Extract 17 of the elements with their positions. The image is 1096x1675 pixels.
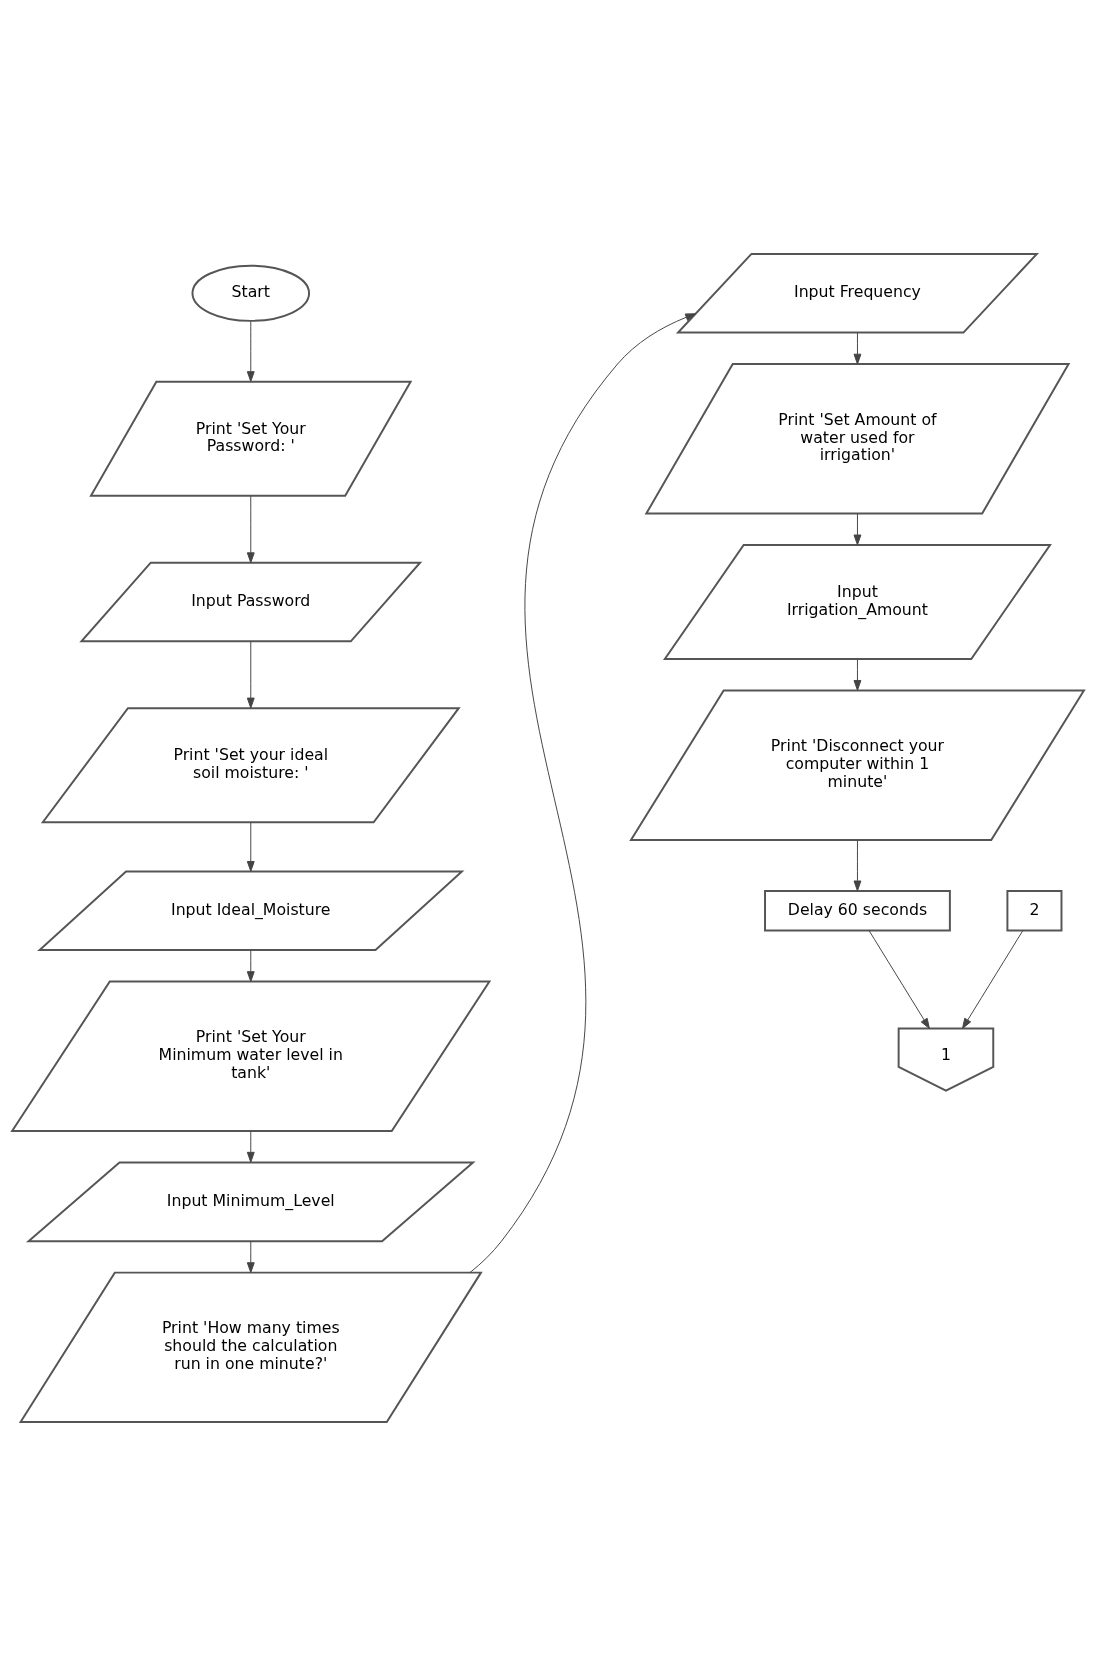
arrow	[868, 929, 930, 1029]
arrow	[853, 658, 862, 691]
arrow	[853, 512, 862, 545]
arrow	[246, 1240, 255, 1273]
arrow	[246, 640, 255, 708]
arrow	[246, 949, 255, 982]
arrow	[246, 821, 255, 872]
arrow	[962, 929, 1024, 1029]
node-box: 2	[1006, 889, 1063, 931]
node-box: Delay 60 seconds	[764, 889, 951, 931]
node-ellipse: Start	[191, 264, 311, 322]
arrow	[853, 839, 862, 891]
arrow	[853, 331, 862, 364]
arrow	[246, 320, 255, 382]
arrow	[246, 495, 255, 563]
arrow	[246, 1130, 255, 1163]
arrow	[469, 312, 697, 1273]
